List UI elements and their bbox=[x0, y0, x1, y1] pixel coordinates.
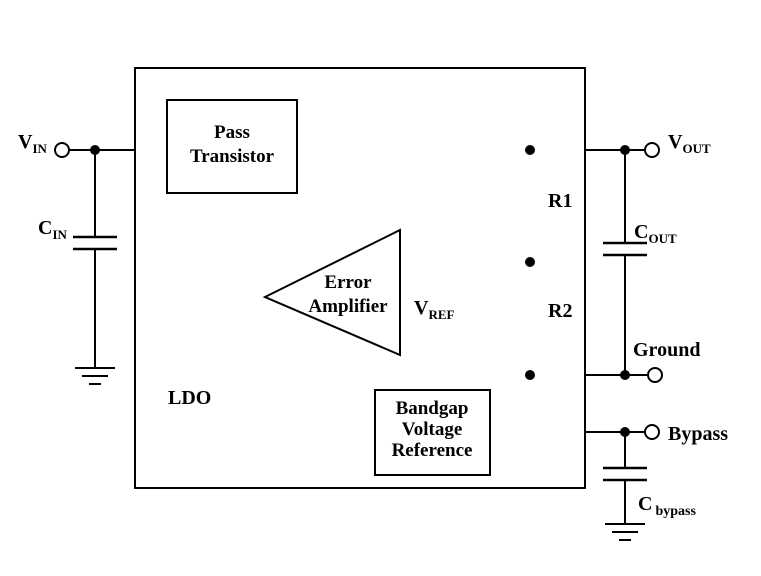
junction-dot-cin bbox=[90, 145, 100, 155]
bypass-capacitor bbox=[603, 466, 647, 482]
vout-label: VOUT bbox=[668, 131, 711, 156]
bypass-label: Bypass bbox=[668, 423, 728, 445]
cin-label: CIN bbox=[38, 217, 68, 242]
output-capacitor bbox=[603, 241, 647, 257]
bandgap-label-line1: Bandgap bbox=[396, 398, 469, 419]
junction-dot-cout bbox=[620, 145, 630, 155]
cout-label: COUT bbox=[634, 221, 677, 246]
junction-dot-feedback bbox=[525, 257, 535, 267]
pass-transistor-label-line2: Transistor bbox=[190, 146, 275, 167]
bypass-terminal bbox=[644, 424, 660, 440]
junction-dot-divider-ground bbox=[525, 370, 535, 380]
pass-transistor-label-line1: Pass bbox=[214, 122, 250, 143]
vin-label: VIN bbox=[18, 131, 48, 156]
vin-terminal bbox=[54, 142, 70, 158]
ground-terminal bbox=[647, 367, 663, 383]
pass-transistor-box bbox=[166, 99, 298, 194]
vref-label: VREF bbox=[414, 297, 455, 322]
ldo-label: LDO bbox=[168, 387, 211, 409]
junction-dot-cbypass bbox=[620, 427, 630, 437]
bandgap-label-line3: Reference bbox=[392, 440, 473, 461]
junction-dot-cout-ground bbox=[620, 370, 630, 380]
input-capacitor bbox=[73, 235, 117, 251]
ground-symbol-cbypass bbox=[605, 523, 645, 541]
error-amplifier-triangle bbox=[262, 228, 401, 357]
ground-symbol-cin bbox=[75, 367, 115, 385]
ground-label: Ground bbox=[633, 339, 700, 361]
error-amplifier-label-line1: Error bbox=[324, 272, 372, 293]
bandgap-label-line2: Voltage bbox=[402, 419, 463, 440]
error-amplifier-label-line2: Amplifier bbox=[308, 296, 388, 317]
r2-label: R2 bbox=[548, 300, 572, 322]
bandgap-reference-box bbox=[374, 389, 491, 476]
vout-terminal bbox=[644, 142, 660, 158]
junction-dot-r1-top bbox=[525, 145, 535, 155]
r1-label: R1 bbox=[548, 190, 572, 212]
